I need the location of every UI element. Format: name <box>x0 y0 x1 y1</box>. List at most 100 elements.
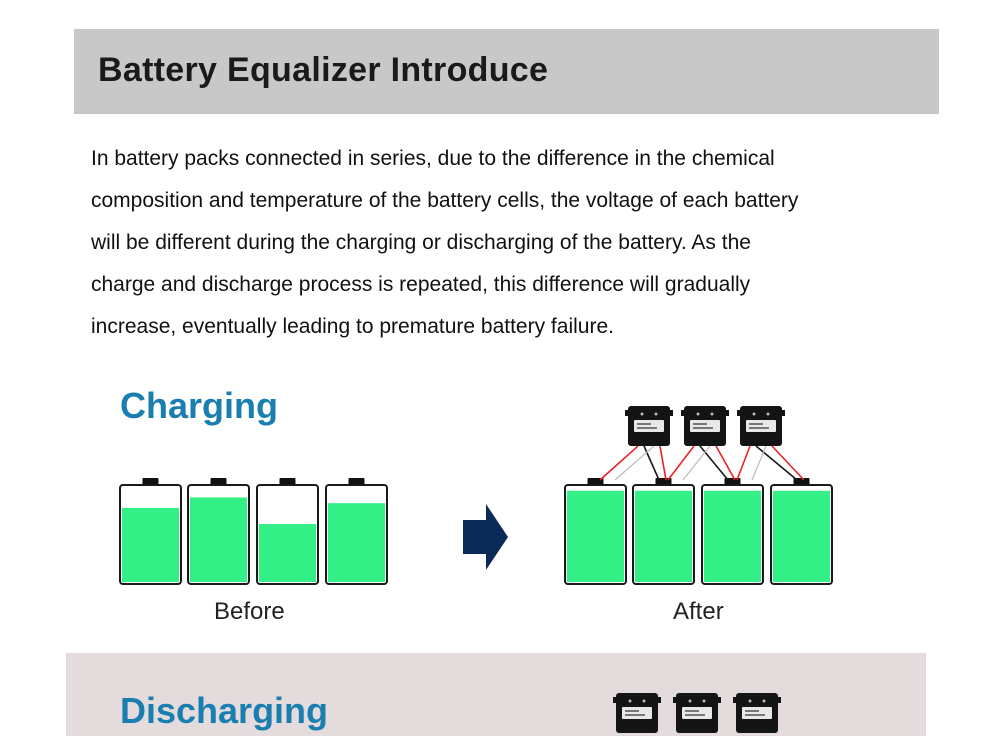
equalizer-module <box>673 693 721 733</box>
module-tab <box>777 697 781 703</box>
module-led <box>766 412 770 416</box>
balance-wire <box>751 445 767 481</box>
module-label-plate <box>742 707 772 719</box>
balance-wire <box>614 445 655 481</box>
negative-wire <box>699 445 729 481</box>
module-label-text-line <box>745 710 759 712</box>
battery <box>119 478 182 585</box>
positive-wire <box>667 445 695 481</box>
battery-charge-fill <box>635 490 692 582</box>
module-label-text-line <box>625 714 645 716</box>
battery <box>187 478 250 585</box>
battery-charge-fill <box>567 490 624 582</box>
intro-line: will be different during the charging or… <box>91 231 751 254</box>
battery <box>564 478 627 585</box>
module-label-text-line <box>685 710 699 712</box>
module-led <box>628 699 632 703</box>
module-led <box>696 412 700 416</box>
equalizer-module <box>737 406 785 446</box>
module-label-text-line <box>625 710 639 712</box>
module-label-text-line <box>637 423 651 425</box>
battery-charge-fill <box>328 503 385 582</box>
battery <box>256 478 319 585</box>
negative-wire <box>643 445 660 481</box>
battery-outline <box>187 484 250 585</box>
module-led <box>640 412 644 416</box>
module-tab <box>657 697 661 703</box>
battery-charge-fill <box>704 490 761 582</box>
battery-outline <box>325 484 388 585</box>
battery-outline <box>632 484 695 585</box>
battery-terminal <box>587 478 604 485</box>
equalizer-module <box>613 693 661 733</box>
page-title: Battery Equalizer Introduce <box>98 51 549 89</box>
module-tab <box>681 410 685 416</box>
module-tab <box>613 697 617 703</box>
battery-terminal <box>348 478 365 485</box>
module-label-text-line <box>749 427 769 429</box>
module-label-text-line <box>749 423 763 425</box>
module-led <box>710 412 714 416</box>
module-label-text-line <box>637 427 657 429</box>
discharging-panel <box>66 653 926 736</box>
module-label-plate <box>682 707 712 719</box>
module-tab <box>725 410 729 416</box>
module-tab <box>625 410 629 416</box>
negative-wire <box>755 445 798 481</box>
intro-line: charge and discharge process is repeated… <box>91 273 751 296</box>
battery-outline <box>770 484 833 585</box>
module-label-text-line <box>693 423 707 425</box>
module-led <box>642 699 646 703</box>
equalizer-module <box>733 693 781 733</box>
battery <box>632 478 695 585</box>
intro-paragraph: In battery packs connected in series, du… <box>91 138 971 348</box>
module-tab <box>673 697 677 703</box>
discharging-heading: Discharging <box>120 690 329 731</box>
right-arrow-icon <box>463 504 508 570</box>
battery-terminal <box>142 478 159 485</box>
module-led <box>762 699 766 703</box>
module-led <box>654 412 658 416</box>
intro-line: increase, eventually leading to prematur… <box>91 315 614 338</box>
positive-wire <box>599 445 639 481</box>
battery-terminal <box>793 478 810 485</box>
positive-wire <box>771 445 805 481</box>
battery-outline <box>119 484 182 585</box>
equalizer-module <box>681 406 729 446</box>
before-label: Before <box>214 598 285 625</box>
battery-outline <box>256 484 319 585</box>
module-label-plate <box>622 707 652 719</box>
battery-charge-fill <box>122 507 179 582</box>
positive-wire <box>659 445 667 481</box>
module-led <box>688 699 692 703</box>
battery <box>325 478 388 585</box>
battery-terminal <box>210 478 227 485</box>
module-tab <box>733 697 737 703</box>
battery-terminal <box>279 478 296 485</box>
balance-wire <box>682 445 711 481</box>
module-label-text-line <box>693 427 713 429</box>
intro-line: composition and temperature of the batte… <box>91 189 799 212</box>
module-tab <box>781 410 785 416</box>
intro-line: In battery packs connected in series, du… <box>91 147 775 170</box>
title-bar: Battery Equalizer Introduce <box>74 29 939 114</box>
battery-outline <box>564 484 627 585</box>
after-label: After <box>673 598 724 625</box>
module-led <box>702 699 706 703</box>
module-led <box>748 699 752 703</box>
module-led <box>752 412 756 416</box>
positive-wire <box>736 445 751 481</box>
charging-heading: Charging <box>120 385 278 426</box>
battery-charge-fill <box>773 490 830 582</box>
battery <box>770 478 833 585</box>
battery <box>701 478 764 585</box>
battery-charge-fill <box>259 524 316 582</box>
module-label-text-line <box>745 714 765 716</box>
positive-wire <box>715 445 736 481</box>
module-tab <box>717 697 721 703</box>
battery-outline <box>701 484 764 585</box>
module-tab <box>737 410 741 416</box>
module-label-text-line <box>685 714 705 716</box>
